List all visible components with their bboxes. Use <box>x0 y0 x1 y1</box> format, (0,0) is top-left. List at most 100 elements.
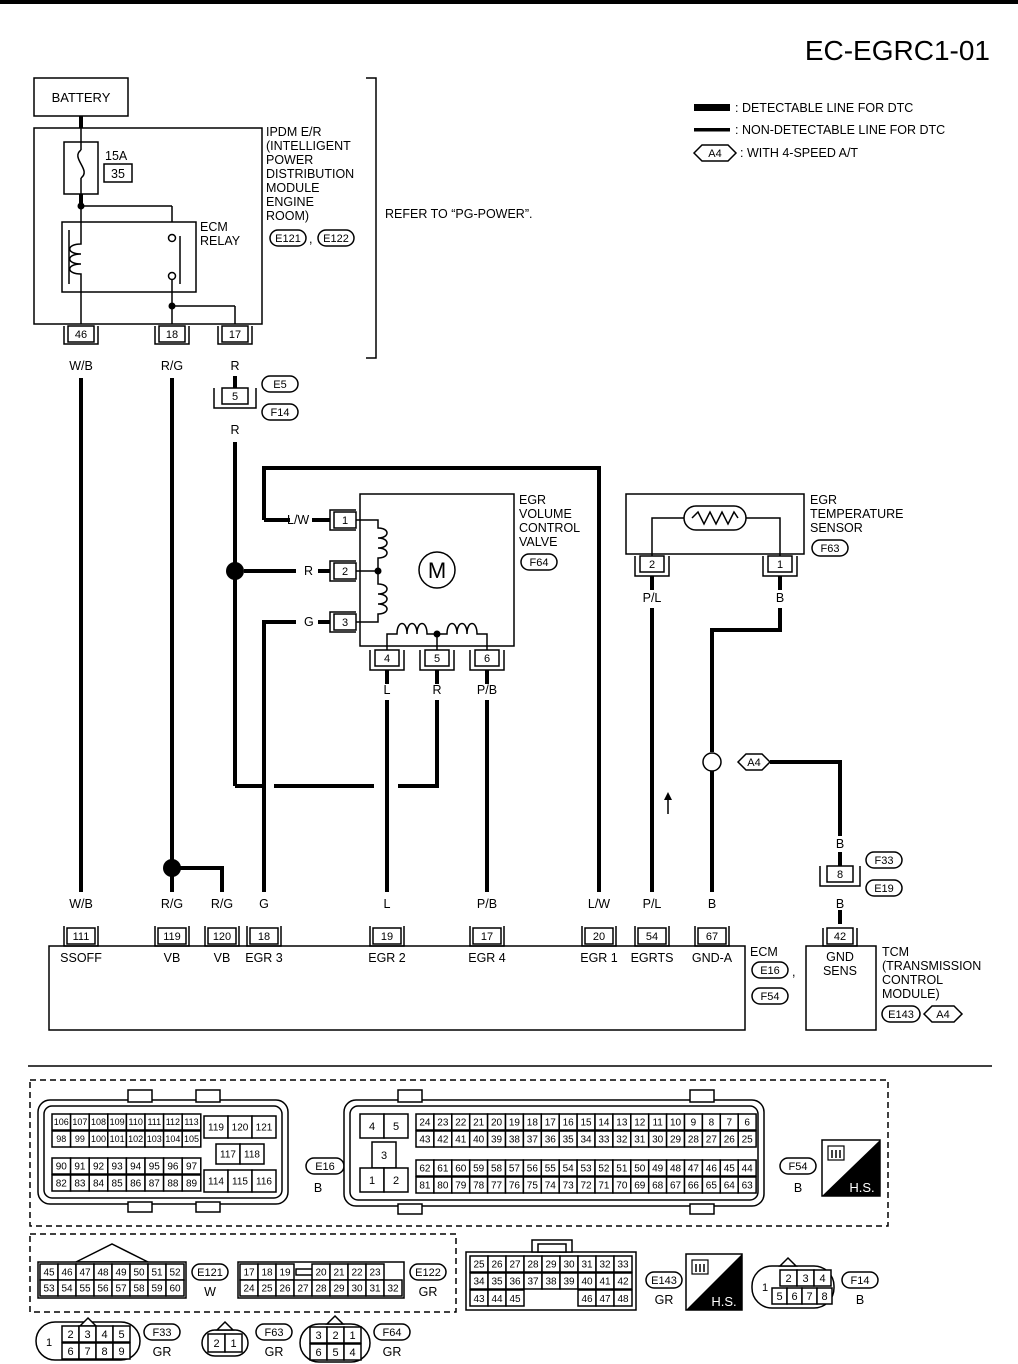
svg-text:POWER: POWER <box>266 153 313 167</box>
svg-text:47: 47 <box>688 1164 700 1175</box>
svg-text:F14: F14 <box>271 407 290 419</box>
at-tag: A4 <box>736 753 772 771</box>
svg-text:39: 39 <box>563 1277 575 1288</box>
svg-text:79: 79 <box>455 1181 467 1192</box>
svg-text:55: 55 <box>545 1164 557 1175</box>
svg-text:57: 57 <box>509 1164 521 1175</box>
svg-text:SSOFF: SSOFF <box>60 951 102 965</box>
svg-text:GR: GR <box>655 1293 674 1307</box>
svg-text:108: 108 <box>91 1117 106 1127</box>
svg-text:38: 38 <box>545 1277 557 1288</box>
svg-text:E143: E143 <box>651 1275 677 1287</box>
ecm-relay-box <box>61 221 197 293</box>
svg-text:96: 96 <box>167 1162 179 1173</box>
svg-text:91: 91 <box>74 1162 86 1173</box>
fuse-number: 35 <box>111 167 125 181</box>
svg-text:1: 1 <box>777 559 783 571</box>
svg-text:4: 4 <box>101 1329 107 1341</box>
svg-text:17: 17 <box>545 1118 557 1129</box>
svg-text:26: 26 <box>491 1260 503 1271</box>
svg-text:53: 53 <box>43 1284 55 1295</box>
svg-text:GR: GR <box>419 1285 438 1299</box>
svg-text:120: 120 <box>232 1123 249 1134</box>
svg-text:E16: E16 <box>315 1161 335 1173</box>
svg-text:1: 1 <box>349 1330 355 1342</box>
svg-text:28: 28 <box>688 1135 700 1146</box>
svg-text:E16: E16 <box>760 965 780 977</box>
svg-text:120: 120 <box>213 931 231 943</box>
svg-text:37: 37 <box>527 1277 539 1288</box>
svg-text:53: 53 <box>580 1164 592 1175</box>
svg-text:EGR 2: EGR 2 <box>368 951 406 965</box>
joint-connector-f33-e19: B 8 F33 E19 B <box>819 837 903 911</box>
fuse-amps: 15A <box>105 149 128 163</box>
svg-text:89: 89 <box>186 1179 198 1190</box>
svg-text:78: 78 <box>473 1181 485 1192</box>
svg-text:VB: VB <box>214 951 231 965</box>
ipdm-pin-46: 46 W/B <box>63 325 99 373</box>
svg-text:5: 5 <box>393 1121 399 1133</box>
svg-text:2: 2 <box>67 1329 73 1341</box>
svg-text:35: 35 <box>491 1277 503 1288</box>
svg-text:ECM: ECM <box>200 220 228 234</box>
svg-text:15: 15 <box>580 1118 592 1129</box>
svg-text:31: 31 <box>581 1260 593 1271</box>
svg-text:21: 21 <box>473 1118 485 1129</box>
svg-text:46: 46 <box>706 1164 718 1175</box>
svg-text:M: M <box>428 558 446 583</box>
svg-text:42: 42 <box>834 931 846 943</box>
svg-text:92: 92 <box>93 1162 105 1173</box>
svg-text:18: 18 <box>527 1118 539 1129</box>
svg-text:P/B: P/B <box>477 897 497 911</box>
svg-text:18: 18 <box>166 329 178 341</box>
valve-pin-3: 3 G <box>304 611 357 633</box>
svg-text:3: 3 <box>381 1150 387 1162</box>
ecm-relay-label: ECM RELAY <box>200 220 241 248</box>
page-code: EC-EGRC1-01 <box>805 35 990 66</box>
ipdm-pin-18: 18 R/G <box>154 325 190 373</box>
svg-text:117: 117 <box>220 1150 236 1161</box>
svg-text:6: 6 <box>484 653 490 665</box>
svg-text:119: 119 <box>163 931 181 943</box>
svg-text:121: 121 <box>256 1123 273 1134</box>
svg-text:33: 33 <box>617 1260 629 1271</box>
svg-text:EGRTS: EGRTS <box>631 951 674 965</box>
svg-text:31: 31 <box>369 1284 381 1295</box>
svg-text:47: 47 <box>79 1268 91 1279</box>
svg-text:76: 76 <box>509 1181 521 1192</box>
svg-text:B: B <box>776 591 784 605</box>
svg-text:61: 61 <box>437 1164 449 1175</box>
svg-text:49: 49 <box>115 1268 127 1279</box>
svg-text:102: 102 <box>128 1134 143 1144</box>
svg-text:59: 59 <box>151 1284 163 1295</box>
svg-text:28: 28 <box>527 1260 539 1271</box>
svg-text:ENGINE: ENGINE <box>266 195 314 209</box>
svg-text:5: 5 <box>434 653 440 665</box>
joint-connector-e5-f14: 5 E5 F14 R <box>213 375 299 437</box>
battery-label: BATTERY <box>52 90 111 105</box>
svg-text:20: 20 <box>491 1118 503 1129</box>
svg-text:114: 114 <box>208 1177 224 1188</box>
svg-text:40: 40 <box>473 1135 485 1146</box>
svg-text:56: 56 <box>97 1284 109 1295</box>
svg-text:67: 67 <box>670 1181 682 1192</box>
svg-text:112: 112 <box>166 1117 180 1127</box>
svg-text:EGR 3: EGR 3 <box>245 951 283 965</box>
svg-text:46: 46 <box>75 329 87 341</box>
svg-text:52: 52 <box>598 1164 610 1175</box>
svg-text:83: 83 <box>74 1179 86 1190</box>
svg-text:20: 20 <box>315 1268 327 1279</box>
svg-text:25: 25 <box>473 1260 485 1271</box>
svg-text:4: 4 <box>349 1347 355 1359</box>
svg-text:L: L <box>384 683 391 697</box>
svg-text:6: 6 <box>67 1346 73 1358</box>
svg-text:36: 36 <box>545 1135 557 1146</box>
svg-text:87: 87 <box>149 1179 161 1190</box>
svg-text:38: 38 <box>509 1135 521 1146</box>
svg-text:82: 82 <box>56 1179 68 1190</box>
svg-text:18: 18 <box>258 931 270 943</box>
svg-text:43: 43 <box>473 1294 485 1305</box>
svg-text:7: 7 <box>84 1346 90 1358</box>
